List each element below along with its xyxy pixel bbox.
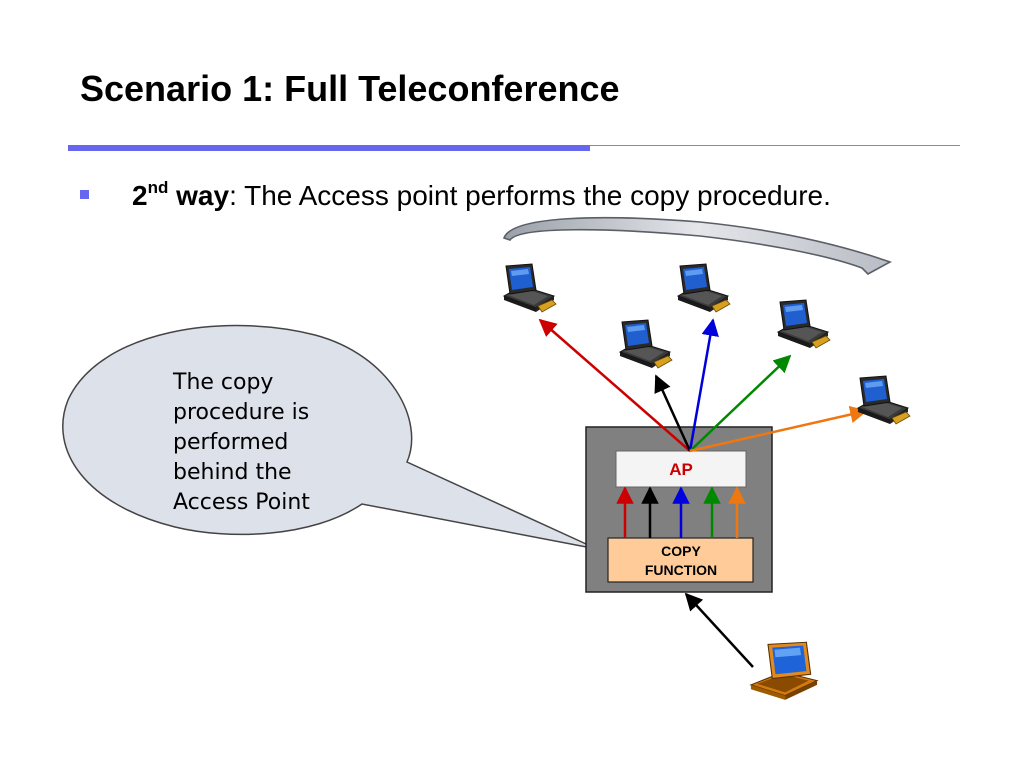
laptop-icon [503, 263, 557, 313]
bullet-text: 2nd way: The Access point performs the c… [132, 178, 831, 212]
fanout-arrow-orange [689, 405, 868, 453]
bullet-square-icon [80, 190, 89, 199]
callout-line: procedure is [173, 400, 309, 425]
copy-function-label: FUNCTION [645, 562, 717, 578]
copy-function-label: COPY [661, 543, 701, 559]
bullet-lead-suffix: nd [147, 178, 169, 197]
fanout-arrow-blue [688, 318, 719, 452]
bullet-rest: : The Access point performs the copy pro… [229, 180, 831, 211]
fanout-arrow-black [654, 374, 692, 452]
laptop-icon [777, 299, 831, 349]
title-underline [68, 143, 960, 151]
bullet-lead-number: 2 [132, 180, 148, 211]
callout-bubble [62, 324, 598, 550]
source-arrow [684, 592, 754, 668]
laptop-icon [857, 375, 911, 425]
laptop-icon [677, 263, 731, 313]
ap-label: AP [669, 460, 693, 479]
callout-line: performed [173, 430, 288, 455]
fanout-arrow-green [689, 354, 792, 452]
callout-text: The copy procedure is performed behind t… [172, 370, 310, 515]
copy-function-box [607, 537, 754, 583]
laptop-icon [619, 319, 673, 369]
title-underline-thin [590, 145, 960, 146]
callout-line: The copy [172, 370, 273, 395]
bullet-lead-word: way [176, 180, 230, 211]
callout-line: behind the [173, 460, 292, 485]
curved-arrow [502, 216, 892, 275]
source-laptop-icon [750, 641, 818, 701]
title-underline-thick [68, 145, 590, 151]
callout-line: Access Point [173, 490, 310, 515]
slide-title: Scenario 1: Full Teleconference [80, 68, 620, 109]
fanout-arrow-red [538, 318, 691, 452]
